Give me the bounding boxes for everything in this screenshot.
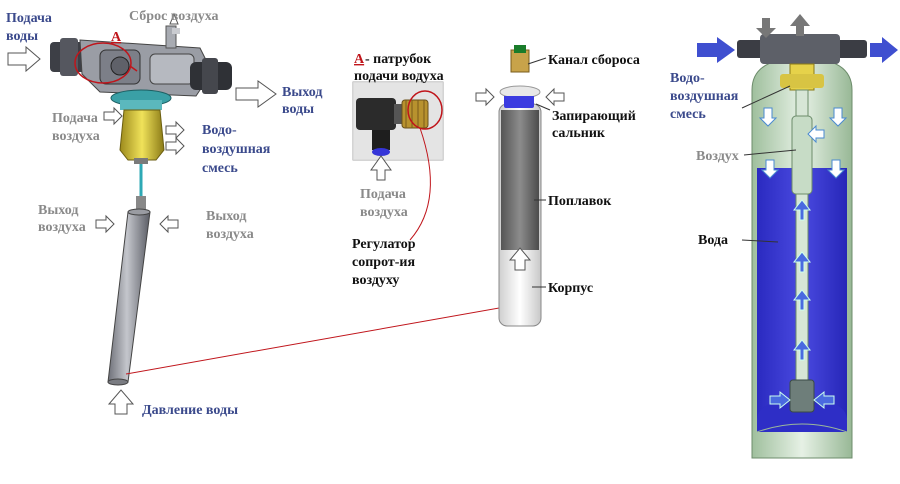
- label-float: Поплавок: [548, 194, 612, 209]
- arrow-water-pressure: [109, 390, 133, 414]
- connector-line: [126, 305, 516, 374]
- label-water-right: Вода: [698, 233, 728, 248]
- left-air-tube: [136, 164, 146, 210]
- arrows-mix-left: [166, 122, 184, 154]
- label-channel: Канал сбороса: [548, 53, 640, 68]
- middle-cartridge: [499, 45, 541, 326]
- label-air-right: Воздух: [696, 149, 739, 164]
- arrow-air-in-left: [104, 108, 122, 124]
- label-water-pressure: Давление воды: [142, 403, 238, 418]
- label-body: Корпус: [548, 281, 593, 296]
- left-pipe: [108, 209, 150, 385]
- arrow-water-in-left: [8, 47, 40, 71]
- label-air-vent: Сброс воздуха: [129, 9, 219, 24]
- middle-photo: [353, 82, 443, 160]
- arrow-water-out-left: [236, 81, 276, 107]
- label-marker-a-middle: А: [354, 52, 365, 67]
- label-marker-a-left: А: [111, 30, 122, 45]
- left-air-cartridge: [120, 110, 164, 164]
- pointer-channel: [528, 58, 546, 64]
- left-valve-head: [50, 26, 232, 110]
